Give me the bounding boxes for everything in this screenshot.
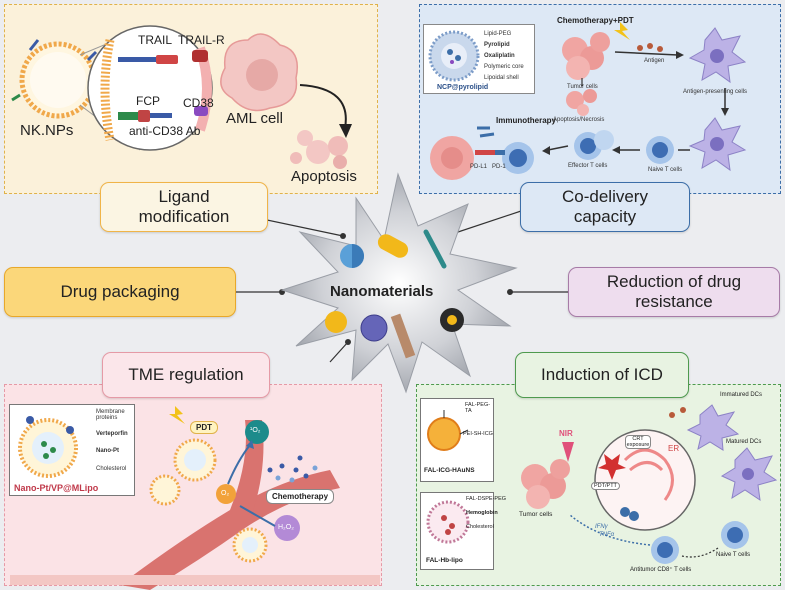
box-ligand-modification: Ligand modification [100,182,268,232]
nk-label: NK.NPs [20,122,74,139]
tumor-cells-tr-label: Tumor cells [567,84,598,90]
immature-dc-label: Immatured DCs [720,392,763,398]
cholesterol-bl-label: Cholesterol [96,466,127,472]
singlet-o2-label: ¹O₂ [250,427,261,434]
matured-dc-label: Matured DCs [726,439,762,445]
aml-cell-label: AML cell [226,110,283,127]
cd38-label: CD38 [183,96,214,110]
box-tme-regulation: TME regulation [102,352,270,398]
pdt-ptt-label: PDT/PTT [591,482,620,490]
ifn-label: IFNγ [595,524,608,530]
membrane-proteins-label: Membrane proteins [96,409,125,421]
lipoidal-shell-label: Lipoidal shell [484,75,519,81]
box-reduction: Reduction of drug resistance [568,267,780,317]
pd-1-label: PD-1 [492,164,506,170]
immunotherapy-label: Immunotherapy [496,116,557,125]
hb-lipo-label: FAL-Hb-lipo [426,557,463,564]
verteporfin-label: Verteporfin [96,431,128,437]
chemotherapy-bl-label: Chemotherapy [266,489,335,504]
apoptosis-necrosis-label: Apoptosis/Necrosis [553,117,605,123]
pd-l1-label: PD-L1 [470,164,488,170]
pdt-bl-label: PDT [190,421,218,434]
lipid-peg-label: Lipid-PEG [484,31,512,37]
polymeric-core-label: Polymeric core [484,64,524,70]
antitumor-label: Antitumor CD8⁺ T cells [630,567,692,573]
box-co-delivery: Co-delivery capacity [520,182,690,232]
fal-dspe-label: FAL-DSPE-PEG [466,496,507,502]
chemo-pdt-label: Chemotherapy+PDT [557,16,634,25]
crt-label: CRT exposure [625,435,651,449]
nano-pt-label: Nano-Pt [96,448,119,454]
trail-label: TRAIL [138,33,173,47]
hemoglobin-label: Hemoglobin [466,510,498,516]
ncp-label: NCP@pyrolipid [437,84,489,91]
box-induction-icd: Induction of ICD [515,352,689,398]
tnf-label: TNFα [599,532,615,538]
antigen-label: Antigen [644,58,665,64]
pei-sh-icg-label: PEI-SH-ICG [463,431,493,437]
nir-label: NIR [559,429,573,438]
tumor-cells-br-label: Tumor cells [519,511,553,518]
apoptosis-label: Apoptosis [291,168,357,185]
cholesterol-br-label: Cholesterol [466,524,494,530]
box-drug-packaging: Drug packaging [4,267,236,317]
naive-br-label: Naive T cells [716,552,751,558]
fcp-label: FCP [136,94,160,108]
fal-peg-ta-label: FAL-PEG-TA [465,402,491,414]
naive-tr-label: Naive T cells [648,167,683,173]
oxaliplatin-label: Oxaliplatin [484,53,515,59]
er-label: ER [668,444,680,453]
haun-label: FAL-ICG-HAuNS [424,467,475,474]
mlipo-title: Nano-Pt/VP@MLipo [14,483,99,493]
pyrolipid-label: Pyrolipid [484,42,510,48]
center-label: Nanomaterials [330,283,434,300]
anti-cd38-label: anti-CD38 Ab [129,124,201,138]
effector-label: Effector T cells [568,163,608,169]
o2-label: O₂ [221,490,230,497]
trail-r-label: TRAIL-R [178,33,225,47]
apc-label: Antigen-presenting cells [683,89,748,95]
h2o2-label: H₂O₂ [278,524,294,531]
